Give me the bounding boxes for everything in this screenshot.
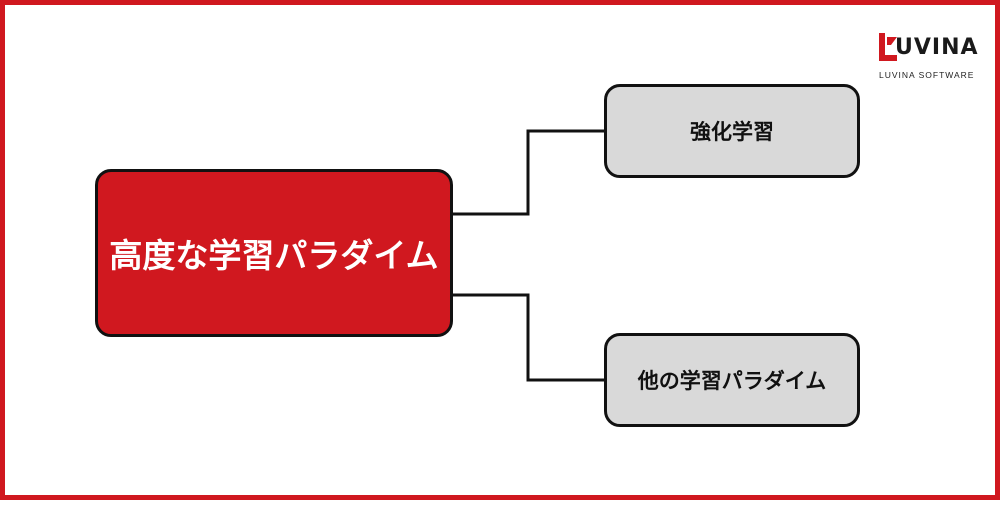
connector-root-to-reinforcement-learning: [453, 129, 604, 216]
luvina-logo: UVINA LUVINA SOFTWARE: [873, 29, 983, 85]
logo-tagline: LUVINA SOFTWARE: [879, 70, 975, 80]
child-node-other-paradigms: 他の学習パラダイム: [604, 333, 860, 427]
child-node-label: 他の学習パラダイム: [637, 369, 827, 393]
connector-root-to-other-paradigms: [453, 293, 604, 382]
logo-wordmark: UVINA: [895, 35, 979, 60]
root-node-label: 高度な学習パラダイム: [109, 236, 439, 275]
connector-lines: [453, 129, 604, 382]
child-node-label: 強化学習: [690, 120, 774, 144]
root-node: 高度な学習パラダイム: [95, 169, 453, 337]
child-node-reinforcement-learning: 強化学習: [604, 84, 860, 178]
logo-mark-icon: [879, 33, 897, 61]
